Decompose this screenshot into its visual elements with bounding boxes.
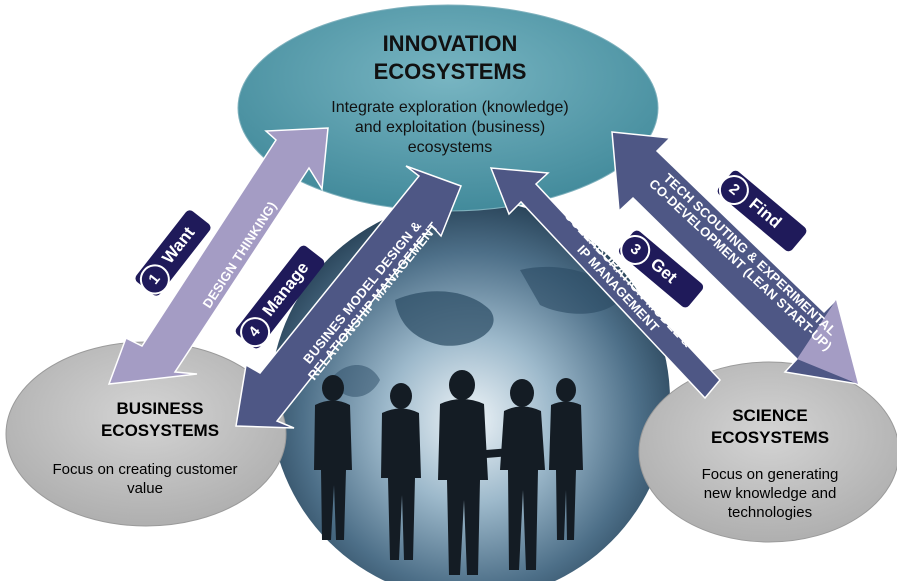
business-description: Focus on creating customer value bbox=[25, 460, 265, 498]
innovation-desc-line3: ecosystems bbox=[407, 139, 493, 156]
science-desc-line3: technologies bbox=[727, 504, 813, 521]
business-desc-line1: Focus on creating customer bbox=[52, 461, 238, 478]
innovation-title-line2: ECOSYSTEMS bbox=[373, 59, 527, 84]
arrow-manage bbox=[235, 165, 462, 429]
science-title-line1: SCIENCE bbox=[732, 406, 808, 425]
business-title: BUSINESS ECOSYSTEMS bbox=[60, 398, 260, 442]
science-desc-line1: Focus on generating bbox=[701, 466, 839, 483]
business-title-line2: ECOSYSTEMS bbox=[100, 421, 220, 440]
innovation-title: INNOVATION ECOSYSTEMS bbox=[330, 30, 570, 86]
science-desc-line2: new knowledge and bbox=[703, 485, 837, 502]
innovation-title-line1: INNOVATION bbox=[382, 31, 518, 56]
arrow-get bbox=[489, 167, 722, 400]
innovation-desc-line1: Integrate exploration (knowledge) bbox=[331, 99, 569, 116]
science-title: SCIENCE ECOSYSTEMS bbox=[680, 405, 860, 449]
arrow-find bbox=[611, 131, 860, 385]
business-title-line1: BUSINESS bbox=[116, 399, 204, 418]
innovation-desc-line2: and exploitation (business) bbox=[354, 119, 546, 136]
innovation-description: Integrate exploration (knowledge) and ex… bbox=[290, 98, 610, 158]
science-description: Focus on generating new knowledge and te… bbox=[680, 465, 860, 522]
science-title-line2: ECOSYSTEMS bbox=[710, 428, 830, 447]
business-desc-line2: value bbox=[127, 480, 163, 497]
arrow-want bbox=[107, 127, 329, 385]
people-silhouettes bbox=[314, 370, 583, 575]
science-ecosystem-ellipse bbox=[638, 361, 897, 543]
